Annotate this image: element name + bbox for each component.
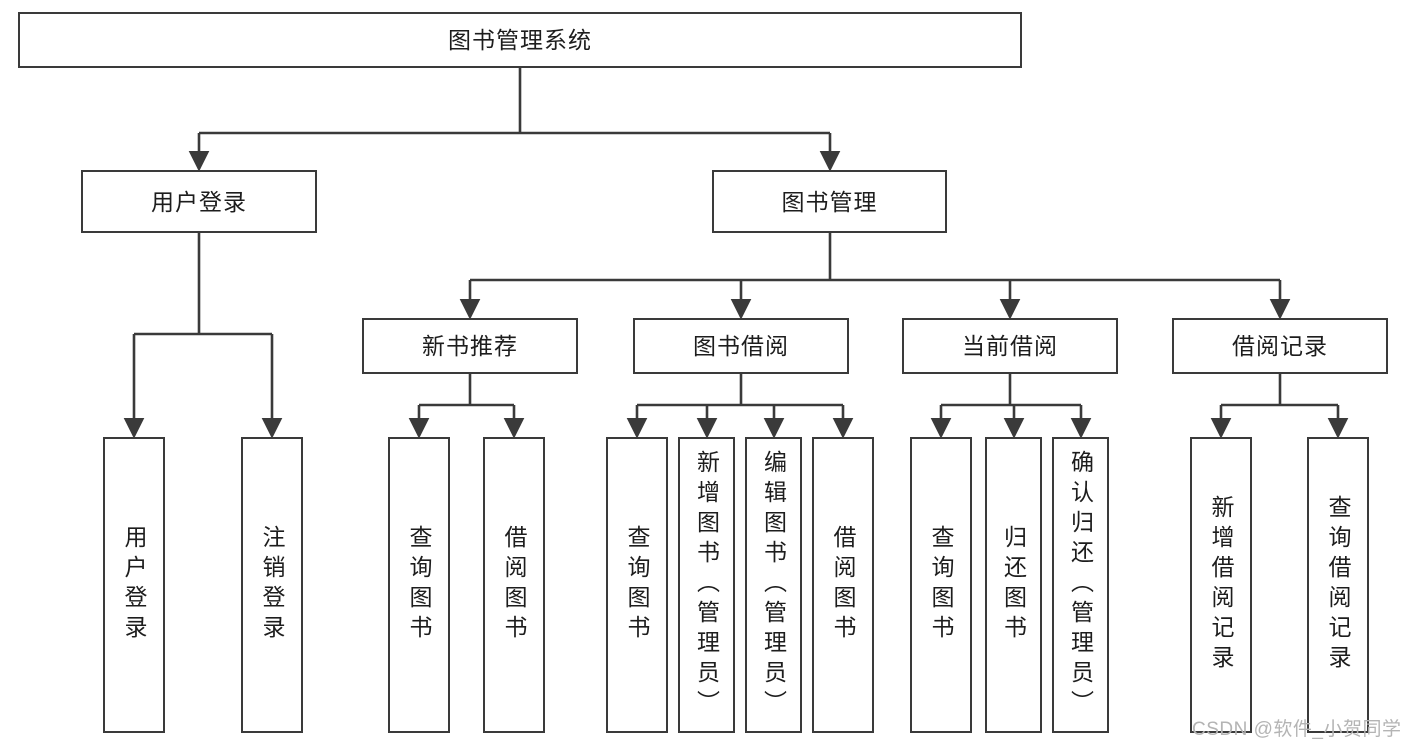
node-borrow-record[interactable]: 借阅记录 [1172,318,1388,374]
leaf-borrow-book[interactable]: 借阅图书 [812,437,874,733]
leaf-borrow-book-recommend[interactable]: 借阅图书 [483,437,545,733]
leaf-confirm-return[interactable]: 确认归还（管理员） [1052,437,1109,733]
leaf-query-book-current[interactable]: 查询图书 [910,437,972,733]
leaf-query-borrow-record-label: 查询借阅记录 [1325,495,1351,675]
node-book-borrow-label: 图书借阅 [693,333,789,359]
node-borrow-record-label: 借阅记录 [1232,333,1328,359]
leaf-query-book-borrow-label: 查询图书 [624,525,650,645]
leaf-user-logout-label: 注销登录 [259,525,285,645]
node-new-book-recommend[interactable]: 新书推荐 [362,318,578,374]
node-current-borrow[interactable]: 当前借阅 [902,318,1118,374]
edge-group [123,68,1349,439]
leaf-user-login-label: 用户登录 [121,525,147,645]
leaf-borrow-book-label: 借阅图书 [830,525,856,645]
leaf-query-book-recommend-label: 查询图书 [406,525,432,645]
node-root[interactable]: 图书管理系统 [18,12,1022,68]
leaf-edit-book-label: 编辑图书（管理员） [760,450,787,720]
watermark: CSDN @软件_小贺同学 [1192,719,1402,740]
leaf-add-borrow-record-label: 新增借阅记录 [1208,495,1234,675]
node-book-borrow[interactable]: 图书借阅 [633,318,849,374]
leaf-add-borrow-record[interactable]: 新增借阅记录 [1190,437,1252,733]
node-user-login[interactable]: 用户登录 [81,170,317,233]
leaf-query-book-recommend[interactable]: 查询图书 [388,437,450,733]
node-new-book-recommend-label: 新书推荐 [422,333,518,359]
leaf-user-login[interactable]: 用户登录 [103,437,165,733]
node-book-manage[interactable]: 图书管理 [712,170,947,233]
leaf-query-borrow-record[interactable]: 查询借阅记录 [1307,437,1369,733]
leaf-add-book[interactable]: 新增图书（管理员） [678,437,735,733]
leaf-query-book-current-label: 查询图书 [928,525,954,645]
leaf-return-book-label: 归还图书 [1000,525,1027,645]
leaf-add-book-label: 新增图书（管理员） [693,450,720,720]
leaf-confirm-return-label: 确认归还（管理员） [1067,450,1094,720]
leaf-edit-book[interactable]: 编辑图书（管理员） [745,437,802,733]
leaf-query-book-borrow[interactable]: 查询图书 [606,437,668,733]
leaf-user-logout[interactable]: 注销登录 [241,437,303,733]
node-root-label: 图书管理系统 [448,27,592,53]
leaf-return-book[interactable]: 归还图书 [985,437,1042,733]
node-current-borrow-label: 当前借阅 [962,333,1058,359]
node-book-manage-label: 图书管理 [781,188,878,215]
node-user-login-label: 用户登录 [151,188,247,215]
leaf-borrow-book-recommend-label: 借阅图书 [501,525,527,645]
